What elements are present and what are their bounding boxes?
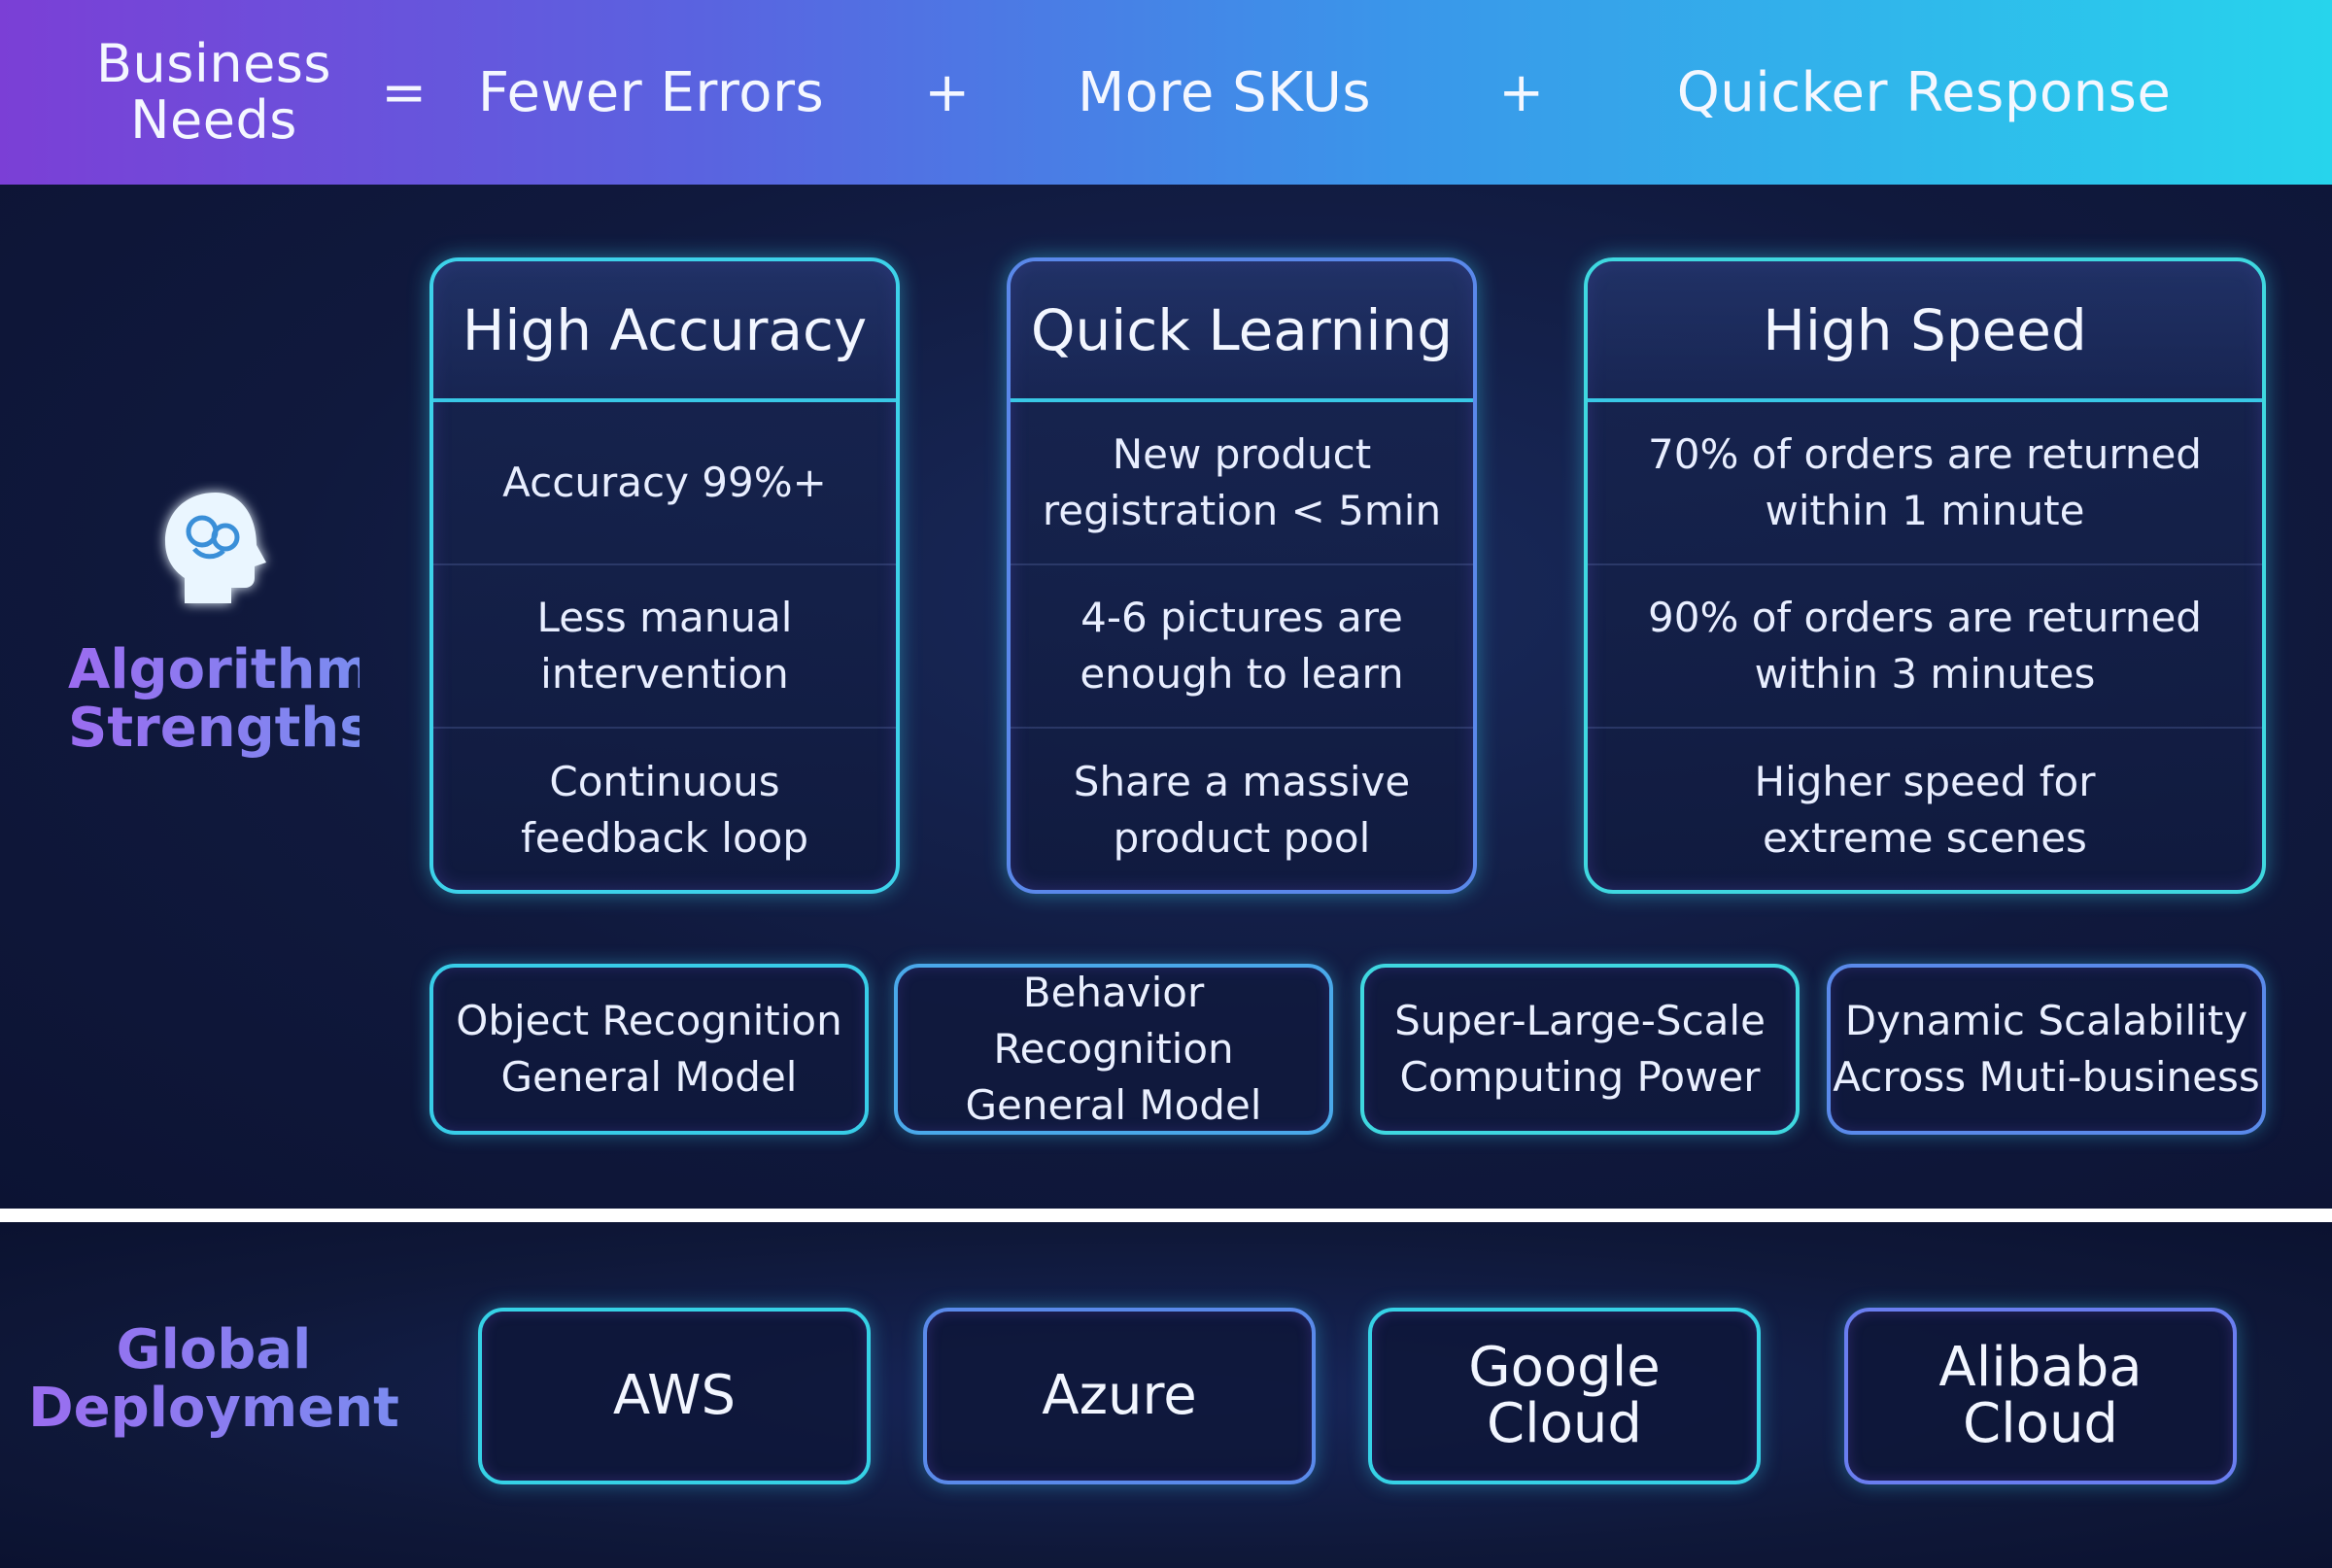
card-row: Share a massive product pool — [1073, 758, 1411, 862]
need-quicker-response: Quicker Response — [1676, 60, 2172, 124]
card-row: Accuracy 99%+ — [433, 402, 896, 565]
card-row: Higher speed for extreme scenes — [1754, 758, 2096, 862]
model-behavior-recognition: Behavior Recognition General Model — [894, 964, 1333, 1135]
model-computing-power: Super-Large-Scale Computing Power — [1360, 964, 1800, 1135]
card-high-speed: High Speed 70% of orders are returned wi… — [1584, 257, 2266, 894]
business-needs-banner: Business Needs = Fewer Errors + More SKU… — [0, 0, 2332, 185]
plus-sign-2: + — [1498, 60, 1545, 124]
platform-aws: AWS — [478, 1308, 871, 1484]
model-object-recognition: Object Recognition General Model — [429, 964, 869, 1135]
model-dynamic-scalability: Dynamic Scalability Across Muti-business — [1827, 964, 2266, 1135]
platform-google-cloud: Google Cloud — [1368, 1308, 1761, 1484]
card-title: High Accuracy — [433, 261, 896, 402]
card-row: 4-6 pictures are enough to learn — [1011, 565, 1473, 729]
need-more-skus: More SKUs — [1077, 60, 1372, 124]
global-deployment-label: Global Deployment — [19, 1321, 408, 1438]
business-needs-title: Business Needs — [95, 33, 332, 151]
card-row: 90% of orders are returned within 3 minu… — [1588, 565, 2262, 729]
need-fewer-errors: Fewer Errors — [477, 60, 825, 124]
algorithm-strengths-label: Algorithm Strengths — [68, 638, 372, 760]
card-row: Less manual intervention — [433, 565, 896, 729]
card-title: Quick Learning — [1011, 261, 1473, 402]
plus-sign-1: + — [924, 60, 971, 124]
card-row: 70% of orders are returned within 1 minu… — [1588, 402, 2262, 565]
platform-azure: Azure — [923, 1308, 1316, 1484]
section-divider — [0, 1209, 2332, 1222]
card-title: High Speed — [1588, 261, 2262, 402]
card-high-accuracy: High Accuracy Accuracy 99%+ Less manual … — [429, 257, 900, 894]
platform-alibaba-cloud: Alibaba Cloud — [1844, 1308, 2237, 1484]
card-row: Continuous feedback loop — [520, 758, 808, 862]
equals-sign: = — [381, 60, 428, 124]
brain-head-icon — [165, 493, 266, 603]
card-row: New product registration < 5min — [1011, 402, 1473, 565]
card-quick-learning: Quick Learning New product registration … — [1007, 257, 1477, 894]
